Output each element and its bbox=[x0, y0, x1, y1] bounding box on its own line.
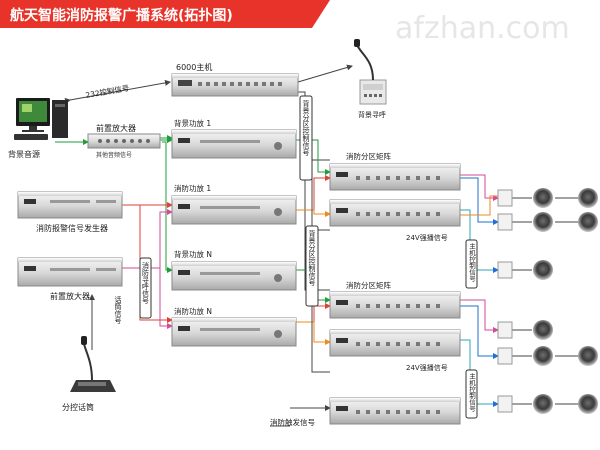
paging-mic bbox=[354, 39, 387, 105]
vertical-tag-bg-zone-1: 背景分区控制信号 bbox=[299, 95, 313, 181]
speaker-icon bbox=[578, 394, 598, 414]
speaker-icon bbox=[578, 212, 598, 232]
label-bg-amp-n: 背景功放 N bbox=[174, 249, 212, 259]
label-matrix-1: 消防分区矩阵 bbox=[346, 151, 391, 161]
watermark: afzhan.com bbox=[395, 11, 570, 46]
speaker-icon bbox=[533, 394, 553, 414]
matrix-2-unit-b bbox=[329, 329, 461, 357]
speaker-icon bbox=[578, 188, 598, 208]
speaker-icon bbox=[533, 212, 553, 232]
label-alarm-generator: 消防报警信号发生器 bbox=[36, 223, 108, 233]
preamp-unit bbox=[87, 133, 161, 149]
vertical-tag-fire-page: 消防寻呼信号 bbox=[139, 257, 152, 319]
page-title: 航天智能消防报警广播系统(拓扑图) bbox=[10, 7, 233, 24]
vertical-tag-bg-zone-2: 背景分区控制信号 bbox=[305, 225, 319, 307]
label-fire-amp-1: 消防功放 1 bbox=[174, 183, 211, 193]
label-vert-bg-zone-1: 背景分区控制信号 bbox=[302, 99, 310, 157]
title-banner-bg bbox=[0, 0, 330, 28]
fire-amp-1-unit bbox=[171, 195, 297, 225]
label-other-audio: 其他音频信号 bbox=[96, 151, 132, 159]
speakers bbox=[533, 188, 598, 414]
label-24v-2: 24V强播信号 bbox=[406, 363, 448, 372]
bg-amp-1-unit bbox=[171, 129, 297, 159]
label-preamp2: 前置放大器 bbox=[50, 291, 90, 301]
label-vert-bg-zone-2: 背景分区控制信号 bbox=[308, 229, 316, 287]
matrix-1-unit-b bbox=[329, 199, 461, 227]
label-vert-fire-page: 消防寻呼信号 bbox=[142, 261, 150, 305]
host-6000-unit bbox=[171, 73, 299, 97]
trigger-unit bbox=[329, 397, 461, 425]
label-vert-talk: 话筒信号 bbox=[114, 295, 122, 325]
speaker-icon bbox=[533, 346, 553, 366]
label-fire-trigger: 消防触发信号 bbox=[270, 417, 315, 427]
label-rs232: 232控制信号 bbox=[85, 82, 130, 100]
title-banner: 航天智能消防报警广播系统(拓扑图) bbox=[0, 0, 330, 28]
label-mic-desk: 分控话筒 bbox=[62, 402, 94, 412]
speaker-icon bbox=[533, 188, 553, 208]
label-preamp: 前置放大器 bbox=[96, 123, 136, 133]
label-vert-host-1: 主机控制信号 bbox=[468, 242, 476, 283]
alarm-generator-unit bbox=[17, 191, 123, 219]
label-matrix-2: 消防分区矩阵 bbox=[346, 280, 391, 290]
label-bg-paging: 背景寻呼 bbox=[358, 110, 386, 119]
label-vert-host-2: 主机控制信号 bbox=[468, 372, 476, 414]
label-fire-amp-n: 消防功放 N bbox=[174, 306, 212, 316]
label-bg-source: 背景音源 bbox=[8, 149, 40, 159]
speaker-icon bbox=[578, 346, 598, 366]
vertical-tag-host-2: 主机控制信号 bbox=[465, 369, 478, 419]
label-bg-amp-1: 背景功放 1 bbox=[174, 118, 211, 128]
vertical-tag-talk: 话筒信号 bbox=[114, 295, 122, 325]
label-host-6000: 6000主机 bbox=[176, 62, 212, 72]
speaker-icon bbox=[533, 320, 553, 340]
matrix-2-unit-a bbox=[329, 291, 461, 319]
zone-boxes bbox=[497, 189, 513, 413]
vertical-tag-host-1: 主机控制信号 bbox=[465, 239, 478, 289]
desk-mic bbox=[70, 336, 116, 392]
matrix-1-unit-a bbox=[329, 163, 461, 191]
bg-amp-n-unit bbox=[171, 261, 297, 291]
label-24v-1: 24V强播信号 bbox=[406, 233, 448, 242]
pc-workstation bbox=[14, 98, 68, 140]
speaker-icon bbox=[533, 260, 553, 280]
fire-amp-n-unit bbox=[171, 317, 297, 347]
preamp2-unit bbox=[17, 257, 123, 287]
